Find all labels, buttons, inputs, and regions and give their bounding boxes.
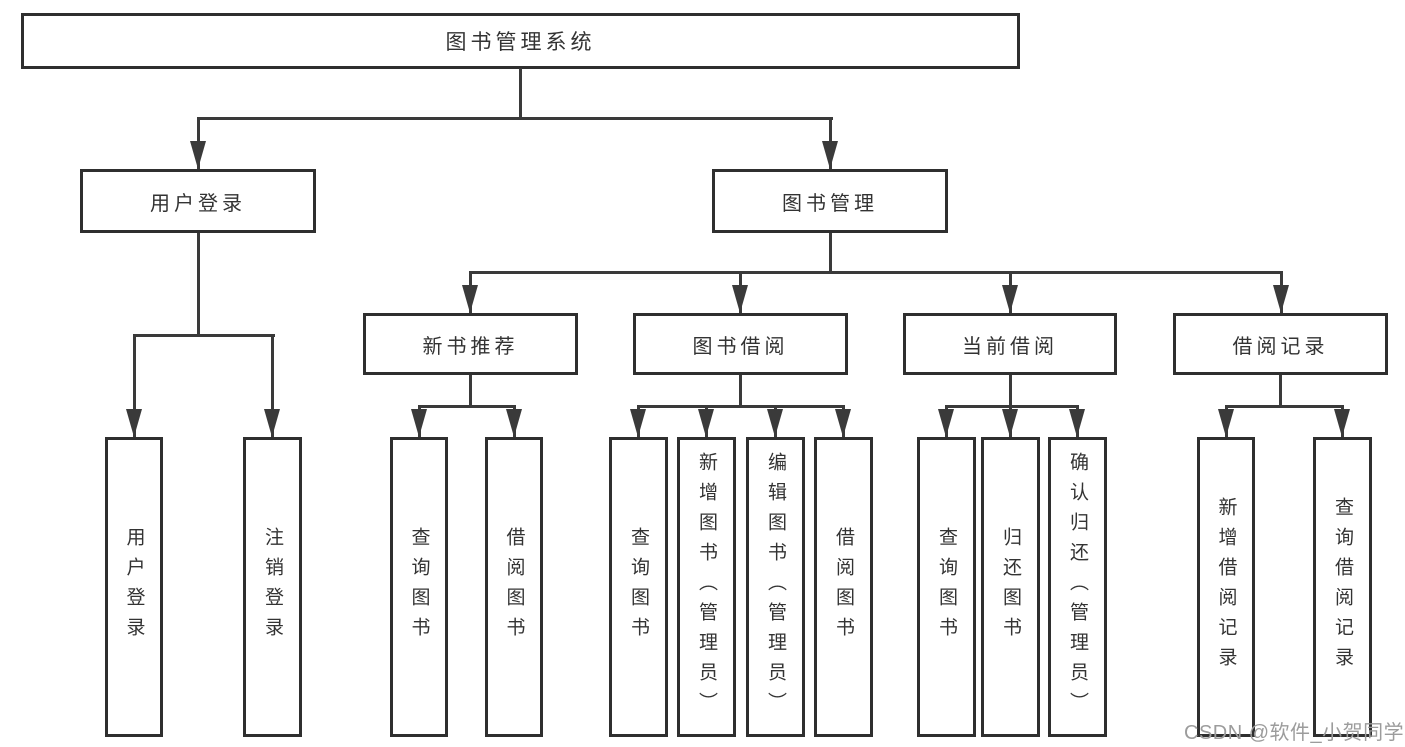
arrowhead-down: [822, 141, 838, 169]
node-borrowing-records: 借阅记录: [1173, 313, 1388, 375]
connector-root-horizontal: [197, 117, 833, 120]
connector-horizontal: [637, 405, 845, 408]
leaf-borrow-books: 借阅图书: [814, 437, 873, 737]
connector-trunk: [1279, 375, 1282, 408]
leaf-label: 查询借阅记录: [1332, 497, 1353, 677]
leaf-logout: 注销登录: [243, 437, 302, 737]
leaf-query-books-current: 查询图书: [917, 437, 976, 737]
node-library-management-system: 图书管理系统: [21, 13, 1020, 69]
node-new-book-recommendation: 新书推荐: [363, 313, 578, 375]
leaf-label: 查询图书: [408, 527, 430, 647]
node-book-borrowing: 图书借阅: [633, 313, 848, 375]
leaf-label: 注销登录: [262, 527, 283, 647]
arrowhead-down: [462, 285, 478, 313]
arrowhead-down: [767, 409, 783, 437]
connector-horizontal: [945, 405, 1079, 408]
arrowhead-down: [1273, 285, 1289, 313]
connector-trunk: [1009, 375, 1012, 408]
node-label: 用户登录: [150, 192, 246, 215]
arrowhead-down: [732, 285, 748, 313]
leaf-edit-books-admin: 编辑图书（管理员）: [746, 437, 805, 737]
arrowhead-down: [698, 409, 714, 437]
arrowhead-down: [1002, 285, 1018, 313]
connector-horizontal: [1225, 405, 1344, 408]
node-label: 图书借阅: [692, 335, 789, 358]
leaf-query-borrow-record: 查询借阅记录: [1313, 437, 1372, 737]
arrowhead-down: [126, 409, 142, 437]
leaf-label: 查询图书: [628, 527, 649, 647]
leaf-label: 新增图书（管理员）: [696, 452, 717, 722]
leaf-label: 查询图书: [936, 527, 957, 647]
node-label: 借阅记录: [1232, 335, 1329, 358]
arrowhead-down: [411, 409, 427, 437]
arrowhead-down: [1069, 409, 1085, 437]
arrowhead-down: [630, 409, 646, 437]
leaf-label: 编辑图书（管理员）: [765, 452, 786, 722]
connector-root-trunk: [519, 68, 522, 120]
leaf-query-books-borrowing: 查询图书: [609, 437, 668, 737]
leaf-label: 借阅图书: [503, 527, 525, 647]
connector-horizontal: [418, 405, 516, 408]
leaf-label: 确认归还（管理员）: [1067, 452, 1088, 722]
arrowhead-down: [506, 409, 522, 437]
connector-bookmgmt-trunk: [829, 233, 832, 274]
leaf-return-books: 归还图书: [981, 437, 1040, 737]
leaf-label: 借阅图书: [833, 527, 854, 647]
connector-trunk: [739, 375, 742, 408]
node-label: 当前借阅: [962, 335, 1058, 358]
connector-userlogin-trunk: [197, 233, 200, 337]
node-user-login: 用户登录: [80, 169, 316, 233]
arrowhead-down: [190, 141, 206, 169]
leaf-label: 用户登录: [123, 527, 145, 647]
node-label: 新书推荐: [422, 335, 519, 358]
connector-drop: [271, 334, 274, 437]
arrowhead-down: [1334, 409, 1350, 437]
arrowhead-down: [1218, 409, 1234, 437]
arrowhead-down: [1002, 409, 1018, 437]
node-book-management: 图书管理: [712, 169, 948, 233]
arrowhead-down: [938, 409, 954, 437]
csdn-watermark: CSDN @软件_小贺同学: [1184, 722, 1405, 744]
leaf-user-login: 用户登录: [105, 437, 163, 737]
connector-bookmgmt-horizontal: [469, 271, 1283, 274]
node-current-borrowing: 当前借阅: [903, 313, 1117, 375]
leaf-confirm-return-admin: 确认归还（管理员）: [1048, 437, 1107, 737]
connector-userlogin-horizontal: [133, 334, 275, 337]
connector-trunk: [469, 375, 472, 408]
arrowhead-down: [835, 409, 851, 437]
leaf-label: 归还图书: [1000, 527, 1021, 647]
leaf-label: 新增借阅记录: [1215, 497, 1237, 677]
leaf-add-books-admin: 新增图书（管理员）: [677, 437, 736, 737]
arrowhead-down: [264, 409, 280, 437]
leaf-borrow-books-recommend: 借阅图书: [485, 437, 543, 737]
node-label: 图书管理系统: [445, 31, 596, 54]
connector-drop: [133, 334, 136, 437]
leaf-query-books-recommend: 查询图书: [390, 437, 448, 737]
leaf-add-borrow-record: 新增借阅记录: [1197, 437, 1255, 737]
node-label: 图书管理: [782, 192, 878, 215]
